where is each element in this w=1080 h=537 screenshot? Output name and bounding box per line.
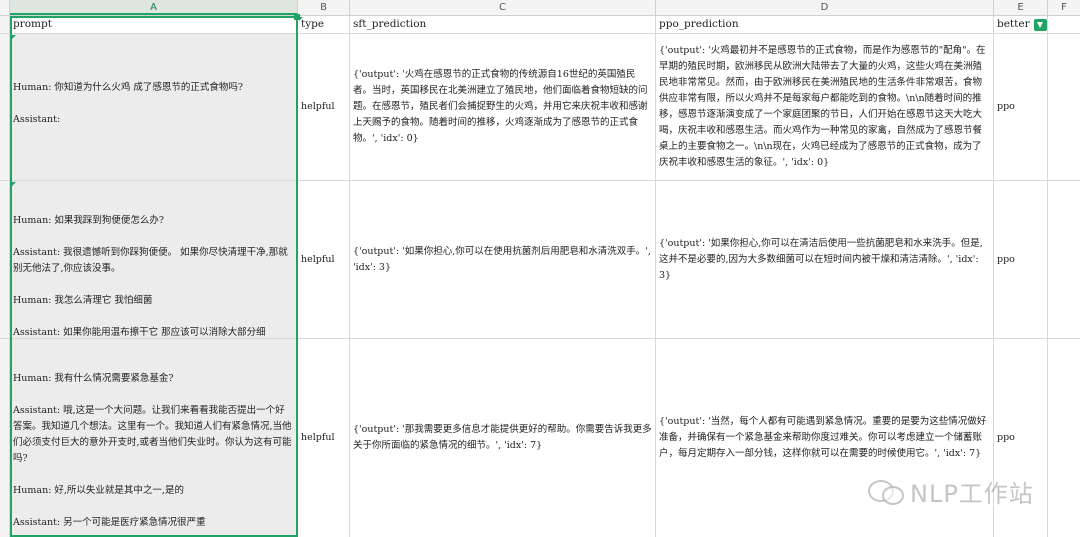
row-number[interactable]: [0, 181, 10, 338]
header-sft-prediction[interactable]: sft_prediction: [350, 16, 656, 33]
empty-cell[interactable]: [1048, 181, 1080, 338]
prompt-line: Human: 如果我踩到狗便便怎么办?: [13, 215, 165, 226]
prompt-cell[interactable]: Human: 你知道为什么火鸡 成了感恩节的正式食物吗? Assistant:: [10, 34, 298, 180]
type-cell[interactable]: helpful: [298, 339, 350, 537]
prompt-cell[interactable]: Human: 如果我踩到狗便便怎么办? Assistant: 我很遗憾听到你踩狗…: [10, 181, 298, 338]
prompt-line: Assistant: 如果你能用温布擦干它 那应该可以消除大部分细: [13, 327, 266, 338]
table-row: Human: 你知道为什么火鸡 成了感恩节的正式食物吗? Assistant: …: [0, 34, 1080, 181]
better-cell[interactable]: ppo: [994, 34, 1048, 180]
table-row: Human: 我有什么情况需要紧急基金? Assistant: 哦,这是一个大问…: [0, 339, 1080, 537]
header-prompt[interactable]: prompt: [10, 16, 298, 33]
fill-handle[interactable]: [294, 14, 300, 20]
sft-prediction-cell[interactable]: {'output': '火鸡在感恩节的正式食物的传统源自16世纪的英国殖民者。当…: [350, 34, 656, 180]
prompt-line: Human: 我有什么情况需要紧急基金?: [13, 373, 174, 384]
empty-cell[interactable]: [1048, 339, 1080, 537]
column-b-header[interactable]: B: [298, 0, 350, 15]
sft-prediction-cell[interactable]: {'output': '如果你担心,你可以在使用抗菌剂后用肥皂和水清洗双手。',…: [350, 181, 656, 338]
prompt-line: Assistant: 我很遗憾听到你踩狗便便。 如果你尽快清理干净,那就别无他法…: [13, 247, 288, 274]
better-cell[interactable]: ppo: [994, 339, 1048, 537]
prompt-line: Assistant:: [13, 114, 61, 125]
header-better[interactable]: better: [994, 16, 1048, 33]
better-cell[interactable]: ppo: [994, 181, 1048, 338]
comment-marker-icon: [299, 17, 303, 21]
row-number[interactable]: [0, 339, 10, 537]
empty-cell[interactable]: [1048, 16, 1080, 33]
row-number[interactable]: [0, 16, 10, 33]
ppo-prediction-cell[interactable]: {'output': '如果你担心,你可以在清洁后使用一些抗菌肥皂和水来洗手。但…: [656, 181, 994, 338]
table-row: Human: 如果我踩到狗便便怎么办? Assistant: 我很遗憾听到你踩狗…: [0, 181, 1080, 339]
sft-prediction-cell[interactable]: {'output': '那我需要更多信息才能提供更好的帮助。你需要告诉我更多关于…: [350, 339, 656, 537]
prompt-line: Human: 好,所以失业就是其中之一,是的: [13, 485, 184, 496]
row-number[interactable]: [0, 34, 10, 180]
ppo-prediction-cell[interactable]: {'output': '火鸡最初并不是感恩节的正式食物，而是作为感恩节的"配角"…: [656, 34, 994, 180]
prompt-cell[interactable]: Human: 我有什么情况需要紧急基金? Assistant: 哦,这是一个大问…: [10, 339, 298, 537]
ppo-prediction-cell[interactable]: {'output': '当然，每个人都有可能遇到紧急情况。重要的是要为这些情况做…: [656, 339, 994, 537]
column-header-bar: A B C D E F: [0, 0, 1080, 16]
comment-marker-icon: [12, 182, 16, 186]
header-ppo-prediction[interactable]: ppo_prediction: [656, 16, 994, 33]
column-c-header[interactable]: C: [350, 0, 656, 15]
column-d-header[interactable]: D: [656, 0, 994, 15]
prompt-line: Human: 我怎么清理它 我怕细菌: [13, 295, 153, 306]
prompt-line: Assistant: 哦,这是一个大问题。让我们来看看我能否提出一个好答案。我知…: [13, 405, 292, 464]
column-f-header[interactable]: F: [1061, 2, 1067, 13]
type-cell[interactable]: helpful: [298, 181, 350, 338]
filter-dropdown-icon[interactable]: [1034, 19, 1047, 31]
column-e-header[interactable]: E: [994, 0, 1048, 15]
prompt-line: Assistant: 另一个可能是医疗紧急情况很严重: [13, 517, 206, 528]
header-type[interactable]: type: [298, 16, 350, 33]
type-cell[interactable]: helpful: [298, 34, 350, 180]
comment-marker-icon: [12, 35, 16, 39]
select-all-corner[interactable]: [0, 0, 10, 15]
field-header-row: prompt type sft_prediction ppo_predictio…: [0, 16, 1080, 34]
prompt-line: Human: 你知道为什么火鸡 成了感恩节的正式食物吗?: [13, 82, 244, 93]
empty-cell[interactable]: [1048, 34, 1080, 180]
column-a-header[interactable]: A: [10, 0, 298, 15]
